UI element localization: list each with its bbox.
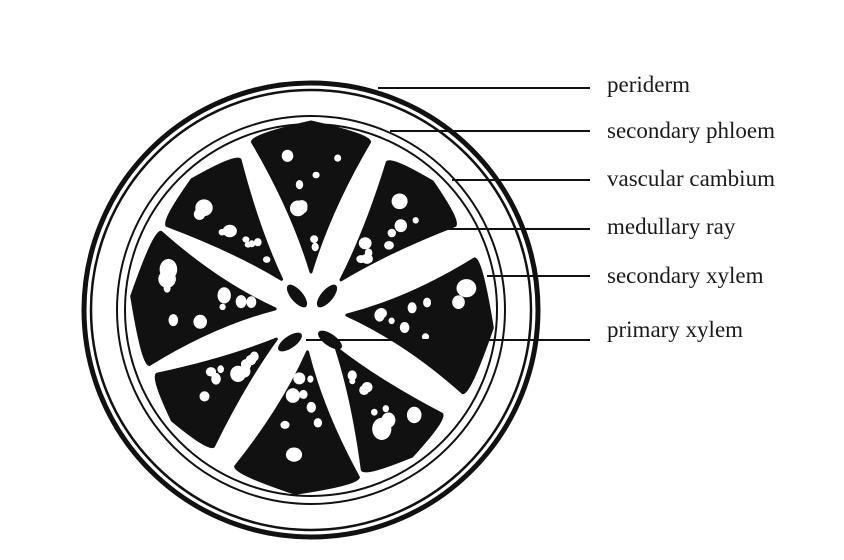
xylem-vessel <box>383 405 389 412</box>
xylem-vessel <box>211 373 221 385</box>
xylem-vessel <box>200 391 210 401</box>
xylem-vessel <box>288 388 298 400</box>
xylem-vessel <box>400 322 410 333</box>
xylem-vessel <box>374 309 384 322</box>
xylem-vessel <box>365 249 373 258</box>
label-periderm: periderm <box>607 72 690 98</box>
xylem-vessel <box>408 302 417 313</box>
xylem-vessel <box>334 155 341 162</box>
xylem-vessel <box>389 318 395 325</box>
primary-xylem-center <box>275 281 345 355</box>
xylem-vessel <box>286 448 302 462</box>
xylem-vessel <box>282 150 294 162</box>
label-medullary-ray: medullary ray <box>607 214 735 240</box>
xylem-vessel <box>218 287 231 303</box>
xylem-vessel <box>164 284 171 293</box>
xylem-vessel <box>348 370 357 380</box>
xylem-vessel <box>296 180 303 189</box>
xylem-vessel <box>219 304 225 310</box>
xylem-vessel <box>395 219 407 232</box>
xylem-vessel <box>310 235 318 243</box>
xylem-vessel <box>423 298 431 308</box>
xylem-vessel <box>299 390 307 399</box>
xylem-vessel <box>293 372 305 384</box>
xylem-vessel <box>392 194 408 210</box>
xylem-vessel <box>193 315 207 329</box>
xylem-vessel <box>245 242 252 248</box>
xylem-wedge <box>336 348 442 471</box>
xylem-vessel <box>313 172 320 179</box>
xylem-vessel <box>307 376 313 383</box>
label-vascular-cambium: vascular cambium <box>607 166 775 192</box>
xylem-vessel <box>407 407 422 423</box>
xylem-vessel <box>219 229 226 236</box>
label-secondary-phloem: secondary phloem <box>607 118 775 144</box>
xylem-vessel <box>263 256 270 263</box>
xylem-vessel <box>371 409 378 416</box>
xylem-vessel <box>217 365 224 373</box>
xylem-vessel <box>194 209 205 220</box>
xylem-vessel <box>372 418 391 440</box>
label-secondary-xylem: secondary xylem <box>607 263 763 289</box>
xylem-vessel <box>359 237 372 249</box>
xylem-vessel <box>241 359 251 370</box>
xylem-vessel <box>236 295 247 308</box>
xylem-vessel <box>314 418 322 427</box>
xylem-vessel <box>452 295 465 309</box>
xylem-vessel <box>384 241 394 250</box>
xylem-vessel <box>388 229 396 238</box>
xylem-vessel <box>280 421 289 429</box>
xylem-vessel <box>290 201 306 217</box>
xylem-vessel <box>246 296 256 308</box>
xylem-vessel <box>254 238 262 246</box>
xylem-vessel <box>312 243 319 251</box>
label-primary-xylem: primary xylem <box>607 317 743 343</box>
xylem-vessel <box>457 279 477 297</box>
xylem-vessel <box>307 402 316 413</box>
xylem-vessel <box>356 255 365 263</box>
xylem-vessel <box>413 217 419 223</box>
xylem-vessel <box>362 382 373 393</box>
xylem-vessel <box>169 314 179 326</box>
